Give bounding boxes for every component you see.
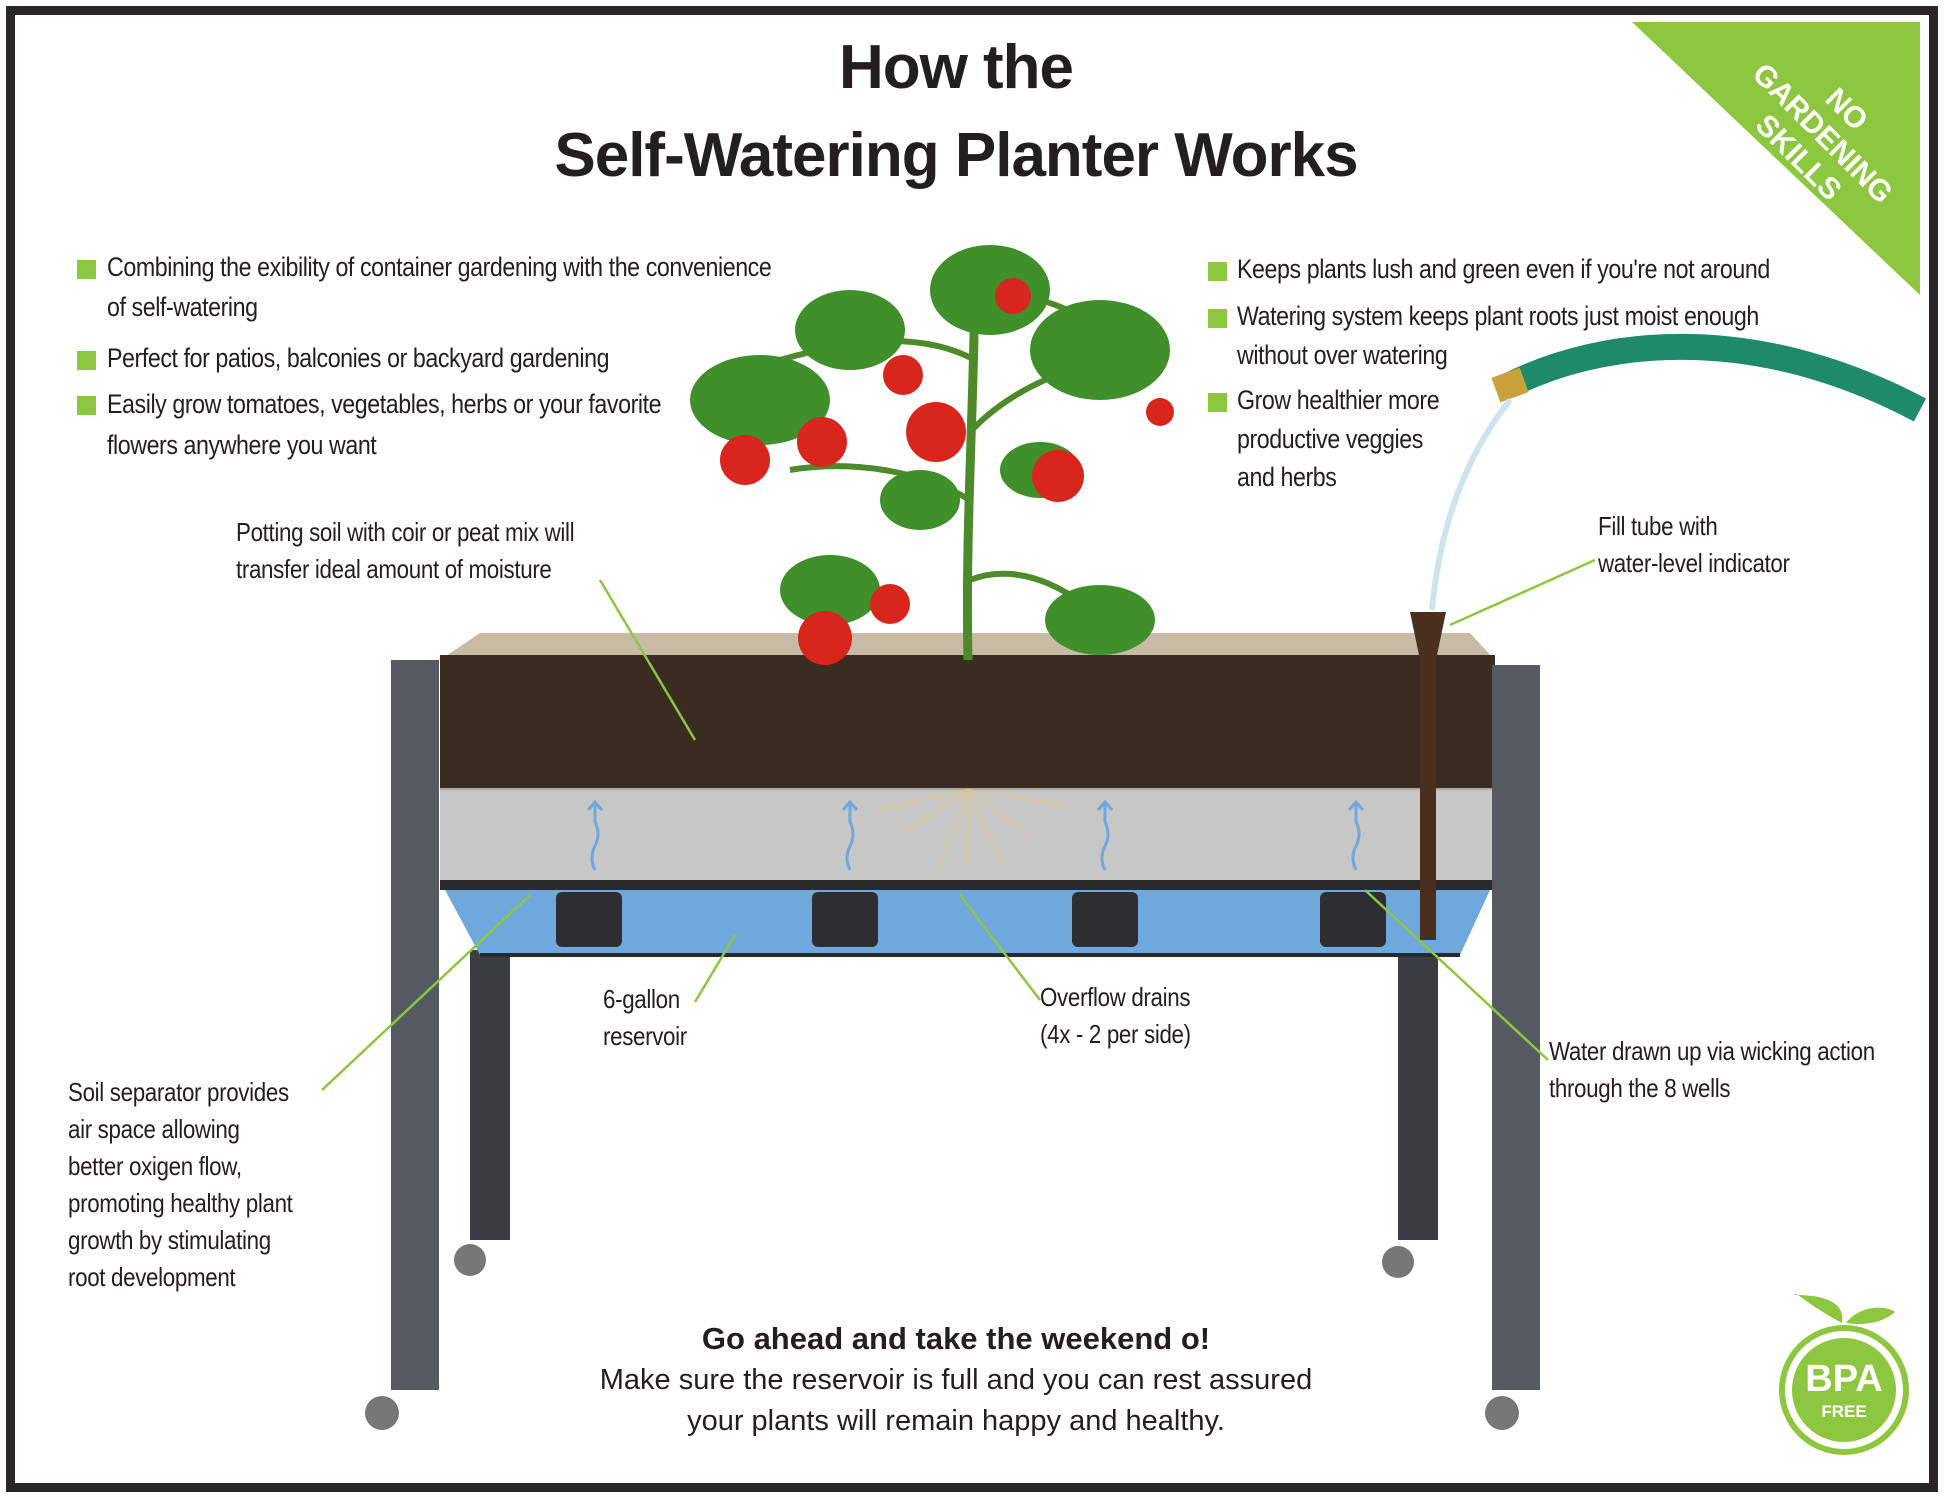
callout-line: Potting soil with coir or peat mix will [236,517,575,547]
callout-line: Soil separator provides [68,1077,289,1107]
wick-arrow-icon [586,799,604,871]
casters [365,1244,1519,1430]
callout-wicking: Water drawn up via wicking action throug… [1549,1033,1875,1107]
bullet-square-icon [77,396,96,415]
page-title-line2: Self-Watering Planter Works [554,121,1358,190]
left-bullet-3b: flowers anywhere you want [107,430,377,460]
page-title-line1: How the [838,33,1074,102]
leaf-icon [1795,1293,1843,1323]
well [1320,892,1386,947]
hose-nozzle [1491,367,1529,403]
callout-line-separator [321,894,531,1091]
wick-arrow-icon [841,799,859,871]
bpa-badge-graphic [1779,1293,1909,1455]
callout-line: air space allowing [68,1114,240,1144]
back-leg-left [470,950,510,1240]
callout-line: growth by stimulating [68,1225,271,1255]
well [812,892,878,947]
corner-triangle [1632,22,1920,295]
wick-arrow-icon [1096,799,1114,871]
right-bullet-2a: Watering system keeps plant roots just m… [1237,301,1759,331]
leaf-icon [1846,1307,1895,1324]
callout-line: 6-gallon [603,984,680,1014]
callout-line: promoting healthy plant [68,1188,293,1218]
bullet-square-icon [1208,262,1227,281]
soil-separator [440,880,1495,890]
callout-line: Fill tube with [1598,511,1718,541]
bpa-badge-title: BPA [1805,1358,1883,1400]
right-bullet-3a: Grow healthier more [1237,385,1440,415]
footer-line2: your plants will remain happy and health… [687,1405,1225,1437]
callout-line: better oxigen flow, [68,1151,242,1181]
bullet-square-icon [1208,309,1227,328]
right-bullet-1: Keeps plants lush and green even if you'… [1237,254,1770,284]
wells [556,892,1386,947]
post-left [391,660,439,1390]
wick-arrows [586,799,1365,871]
callout-fill-tube: Fill tube with water-level indicator [1598,508,1790,582]
callout-line: reservoir [603,1021,687,1051]
water-stream [1429,398,1513,611]
caster-wheel [1485,1396,1519,1430]
tomatoes [720,278,1174,665]
left-bullet-1a: Combining the exibility of container gar… [107,252,772,282]
caster-wheel [454,1244,486,1276]
well [1072,892,1138,947]
badge-disc [1792,1338,1896,1442]
caster-wheel [365,1396,399,1430]
right-bullet-3c: and herbs [1237,462,1337,492]
left-bullet-2: Perfect for patios, balconies or backyar… [107,343,610,373]
bullet-square-icon [77,260,96,279]
callout-potting-soil: Potting soil with coir or peat mix will … [236,514,575,588]
right-bullet-2b: without over watering [1237,340,1448,370]
callout-line: through the 8 wells [1549,1073,1731,1103]
callout-line-wicking [1364,889,1549,1061]
bpa-badge-subtitle: FREE [1821,1402,1867,1421]
tomato-plant [690,245,1174,665]
callout-line: (4x - 2 per side) [1040,1019,1191,1049]
badge-ring [1779,1325,1909,1455]
fill-tube [1410,612,1446,940]
post-right [1492,665,1540,1390]
bullet-square-icon [1208,393,1227,412]
reservoir [445,890,1490,955]
callout-lines [321,558,1596,1091]
right-bullet-3b: productive veggies [1237,424,1423,454]
callout-line: Overflow drains [1040,982,1191,1012]
callout-line: Water drawn up via wicking action [1549,1036,1875,1066]
wick-arrow-icon [1347,799,1365,871]
callout-overflow-drains: Overflow drains (4x - 2 per side) [1040,979,1191,1053]
footer-line1: Make sure the reservoir is full and you … [599,1364,1313,1396]
garden-hose [1504,333,1927,422]
callout-reservoir: 6-gallon reservoir [603,981,687,1055]
callout-line-reservoir [693,934,737,1003]
callout-line-fill-tube [1449,558,1596,627]
caster-wheel [1382,1246,1414,1278]
frame-border [6,6,1938,1492]
callout-line-overflow [959,894,1041,1001]
back-leg-right [1398,950,1438,1240]
soil-layer [440,655,1495,790]
left-bullet-1b: of self-watering [107,292,258,322]
footer-heading: Go ahead and take the weekend o! [701,1321,1211,1356]
callout-line-potting-soil [598,579,697,741]
well [556,892,622,947]
callout-soil-separator: Soil separator provides air space allowi… [68,1074,293,1296]
callout-line: transfer ideal amount of moisture [236,554,552,584]
roots [877,789,1069,871]
bullet-square-icon [77,351,96,370]
callout-line: root development [68,1262,236,1292]
left-bullet-3a: Easily grow tomatoes, vegetables, herbs … [107,389,662,419]
callout-line: water-level indicator [1598,548,1790,578]
